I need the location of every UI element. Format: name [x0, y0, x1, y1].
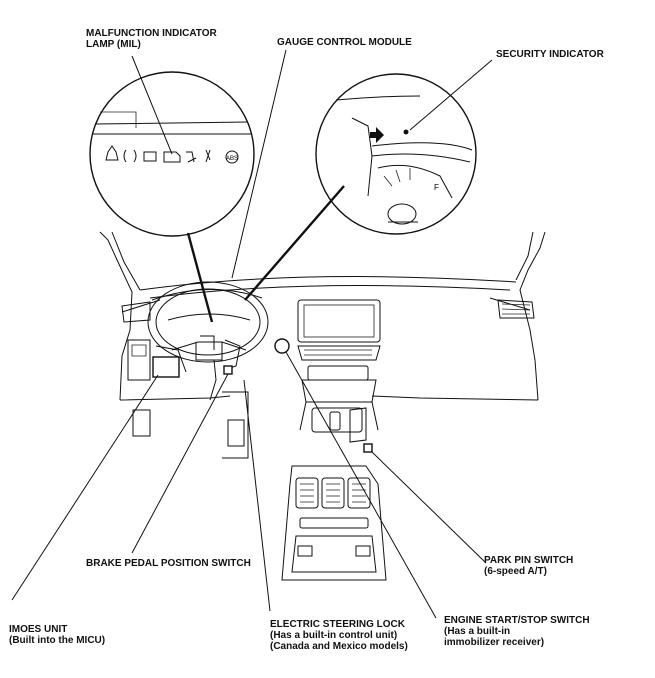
tire-pressure-icon	[123, 149, 137, 163]
imoes-unit-box	[152, 356, 180, 378]
brake-switch-box	[223, 365, 233, 375]
engine-label-line3: immobilizer receiver)	[444, 637, 545, 648]
check-engine-icon	[163, 151, 181, 163]
engine-start-stop-label: ENGINE START/STOP SWITCH (Has a built-in…	[444, 615, 590, 648]
brake-pedal-switch-label: BRAKE PEDAL POSITION SWITCH	[86, 558, 251, 569]
center-console	[281, 465, 387, 581]
imoes-label-line1: IMOES UNIT	[9, 624, 68, 635]
seatbelt-icon	[186, 151, 197, 163]
engine-label-line2: (Has a built-in	[444, 626, 511, 637]
security-indicator-label: SECURITY INDICATOR	[496, 49, 604, 60]
fuel-full-mark: F	[434, 183, 439, 192]
gauge-control-module-label: GAUGE CONTROL MODULE	[277, 37, 412, 48]
security-callout: F	[315, 73, 477, 235]
mil-label: MALFUNCTION INDICATOR LAMP (MIL)	[86, 28, 217, 50]
abs-icon	[225, 150, 239, 164]
mil-label-line2: LAMP (MIL)	[86, 39, 141, 50]
electric-steering-lock-label: ELECTRIC STEERING LOCK (Has a built-in c…	[270, 619, 408, 652]
engine-start-button	[274, 338, 290, 354]
airbag-icon	[205, 149, 211, 163]
imoes-unit-label: IMOES UNIT (Built into the MICU)	[9, 624, 105, 646]
engine-label-line1: ENGINE START/STOP SWITCH	[444, 615, 590, 626]
abs-text: ABS	[226, 156, 238, 162]
arrow-icon	[370, 127, 384, 143]
center-stack	[297, 299, 381, 433]
esl-label-line3: (Canada and Mexico models)	[270, 641, 408, 652]
esl-label-line2: (Has a built-in control unit)	[270, 630, 398, 641]
park-label-line1: PARK PIN SWITCH	[484, 555, 574, 566]
steering-wheel	[147, 281, 269, 401]
tpms-icon	[105, 145, 119, 161]
battery-icon	[143, 151, 157, 162]
park-label-line2: (6-speed A/T)	[484, 566, 547, 577]
esl-label-line1: ELECTRIC STEERING LOCK	[270, 619, 406, 630]
warning-icons-row: ABS	[105, 145, 239, 164]
mil-label-line1: MALFUNCTION INDICATOR	[86, 28, 217, 39]
dashboard-outline	[99, 231, 546, 459]
park-pin-switch-label: PARK PIN SWITCH (6-speed A/T)	[484, 555, 573, 577]
park-pin-box	[363, 443, 373, 453]
leader-lines	[11, 49, 493, 619]
security-indicator-dot	[403, 129, 409, 135]
imoes-label-line2: (Built into the MICU)	[9, 635, 106, 646]
